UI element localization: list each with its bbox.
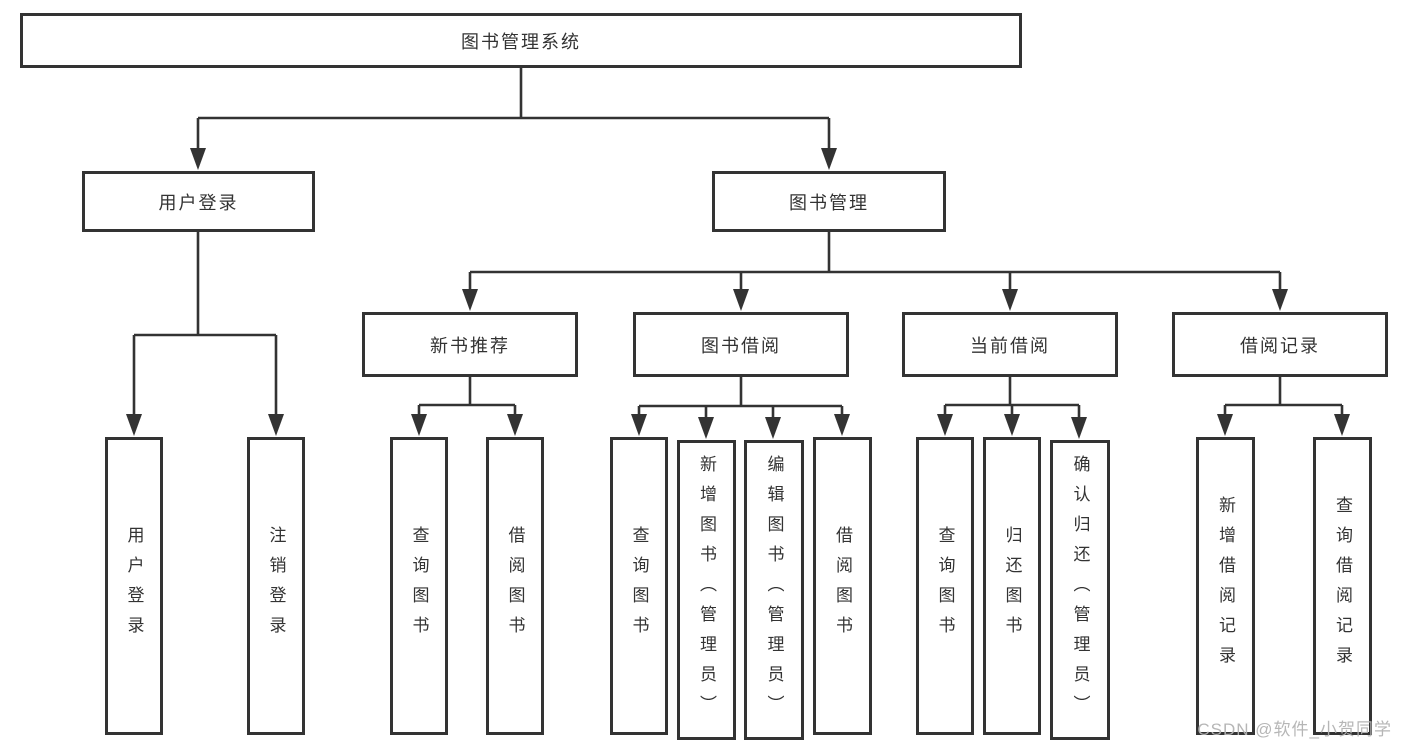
node-new-book-recommend: 新书推荐 <box>362 312 578 377</box>
node-current-borrow: 当前借阅 <box>902 312 1118 377</box>
leaf-query-borrow-record: 查询借阅记录 <box>1313 437 1372 735</box>
node-book-management: 图书管理 <box>712 171 946 232</box>
node-user-login: 用户登录 <box>82 171 315 232</box>
leaf-borrow-books: 借阅图书 <box>813 437 872 735</box>
node-book-borrow: 图书借阅 <box>633 312 849 377</box>
leaf-return-books: 归还图书 <box>983 437 1041 735</box>
leaf-query-books-current: 查询图书 <box>916 437 974 735</box>
csdn-watermark: CSDN @软件_小贺同学 <box>1197 720 1392 739</box>
node-borrow-records: 借阅记录 <box>1172 312 1388 377</box>
leaf-user-login: 用户登录 <box>105 437 163 735</box>
leaf-query-books-borrow: 查询图书 <box>610 437 668 735</box>
leaf-add-borrow-record: 新增借阅记录 <box>1196 437 1255 735</box>
leaf-edit-books-admin: 编辑图书（管理员） <box>744 440 804 740</box>
leaf-confirm-return-admin: 确认归还（管理员） <box>1050 440 1110 740</box>
node-root-library-management-system: 图书管理系统 <box>20 13 1022 68</box>
leaf-add-books-admin: 新增图书（管理员） <box>677 440 736 740</box>
leaf-logout: 注销登录 <box>247 437 305 735</box>
leaf-query-books-recommend: 查询图书 <box>390 437 448 735</box>
leaf-borrow-books-recommend: 借阅图书 <box>486 437 544 735</box>
